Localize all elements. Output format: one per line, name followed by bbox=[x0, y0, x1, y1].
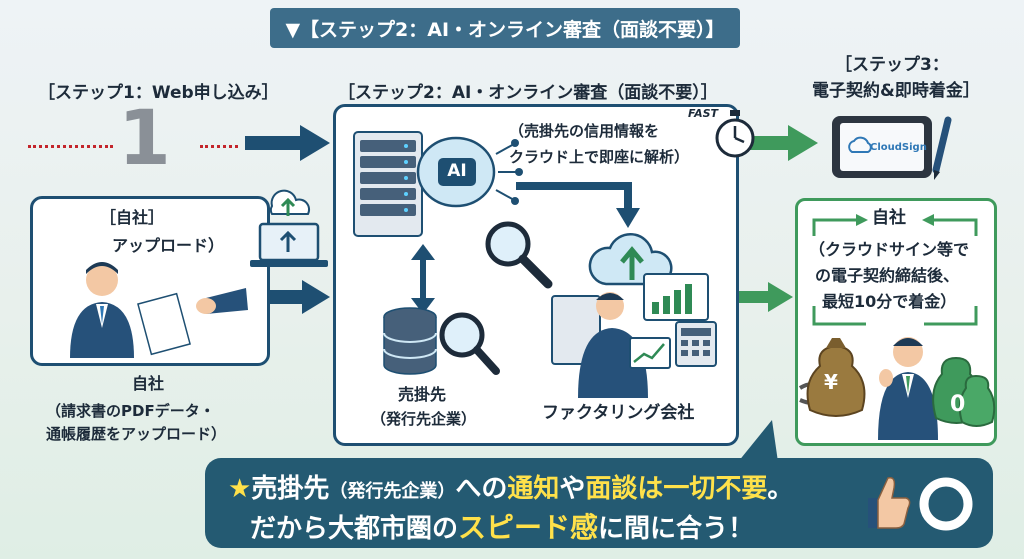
step1-label: ［ステップ1：Web申し込み］ bbox=[38, 83, 279, 103]
cycle-arrows-icon bbox=[812, 214, 978, 326]
top-banner: ▼【ステップ2：AI・オンライン審査（面談不要）】 bbox=[270, 8, 740, 48]
cloudsign-tablet bbox=[832, 116, 952, 180]
left-caption-line2: （請求書のPDFデータ・ bbox=[46, 402, 215, 420]
laptop-upload-icon bbox=[250, 189, 328, 267]
ai-text-line1: （売掛先の信用情報を bbox=[509, 122, 660, 140]
bottom-callout bbox=[205, 458, 993, 548]
thumbs-up-icon bbox=[868, 476, 911, 529]
top-banner-text: ▼【ステップ2：AI・オンライン審査（面談不要）】 bbox=[285, 18, 725, 41]
dotted-line-left bbox=[28, 145, 113, 148]
double-arrow-vertical bbox=[411, 244, 435, 314]
step2-label: ［ステップ2：AI・オンライン審査（面談不要）］ bbox=[338, 83, 718, 103]
factoring-worker-illustration bbox=[551, 273, 717, 398]
arrow-step2-to-right-panel bbox=[738, 282, 793, 312]
businessman-illustration bbox=[70, 262, 248, 358]
stopwatch-icon bbox=[715, 110, 755, 158]
cloud-upload-icon bbox=[588, 232, 673, 286]
step3-label-line2: 電子契約&即時着金］ bbox=[812, 81, 980, 101]
money-bag-zero: 0 bbox=[950, 392, 966, 417]
ai-brain-icon bbox=[416, 136, 523, 208]
right-panel-title: 自社 bbox=[872, 208, 906, 228]
buyer-line1: 売掛先 bbox=[398, 385, 447, 404]
step1-number: 1 bbox=[118, 93, 171, 182]
left-caption-line3: 通帳履歴をアップロード） bbox=[46, 425, 227, 443]
database-icon bbox=[383, 307, 500, 375]
arrow-ai-to-factoring bbox=[516, 182, 640, 228]
circle-ok-icon bbox=[919, 477, 973, 531]
arrow-left-panel-to-step2 bbox=[268, 280, 330, 314]
left-panel-line2: アップロード） bbox=[112, 236, 225, 255]
callout-pointer bbox=[738, 420, 778, 462]
right-panel-line2: の電子契約締結後、 bbox=[815, 266, 960, 285]
step3-label-line1: ［ステップ3： bbox=[835, 55, 949, 75]
left-caption-line1: 自社 bbox=[132, 374, 165, 393]
magnifier-icon bbox=[485, 221, 553, 289]
right-panel-line3: 最短10分で着金） bbox=[822, 292, 957, 311]
arrow-step1-to-step2 bbox=[245, 125, 330, 161]
factoring-label: ファクタリング会社 bbox=[542, 403, 695, 423]
businessman-money-illustration bbox=[798, 337, 996, 440]
bottom-line2: だから大都市圏のスピード感に間に合う！ bbox=[250, 511, 755, 544]
buyer-line2: （発行先企業） bbox=[371, 410, 477, 428]
ai-chip-label: AI bbox=[447, 161, 467, 181]
ai-text-line2: クラウド上で即座に解析） bbox=[509, 148, 690, 166]
dotted-line-right bbox=[200, 145, 238, 148]
server-icon bbox=[353, 131, 423, 237]
star-icon: ★ bbox=[228, 474, 252, 504]
left-panel-line1: ［自社］ bbox=[100, 208, 165, 227]
bottom-line1: ★売掛先（発行先企業）への通知や面談は一切不要。 bbox=[228, 474, 794, 504]
right-panel-line1: （クラウドサイン等で bbox=[809, 240, 970, 259]
fast-label: FAST bbox=[688, 107, 719, 120]
yen-symbol: ¥ bbox=[824, 370, 838, 394]
cloudsign-brand: CloudSign bbox=[870, 142, 927, 153]
